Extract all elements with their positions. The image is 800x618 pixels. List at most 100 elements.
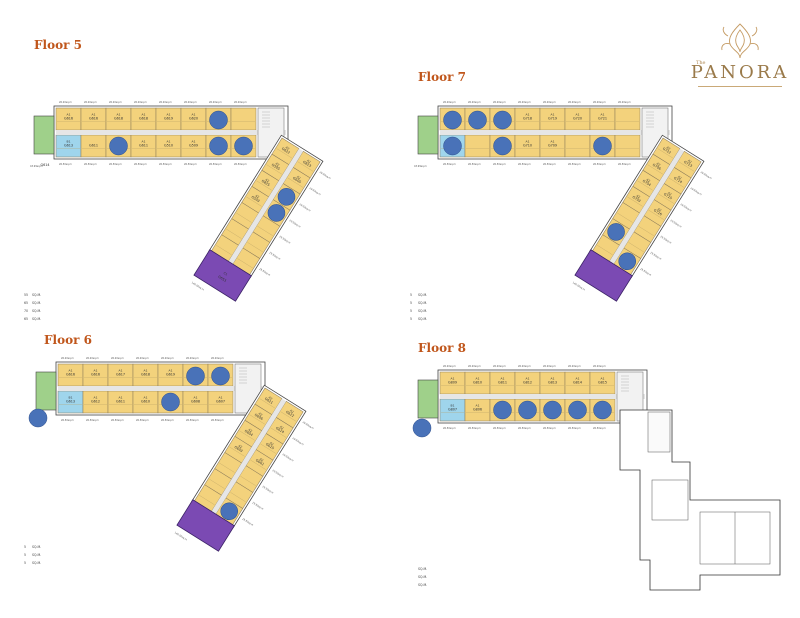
area-tag: 26.50sq.m <box>234 163 247 166</box>
area-tag: 26.50sq.m <box>468 163 481 166</box>
room-divider <box>628 242 644 252</box>
area-tag: 29.50sq.m <box>282 453 295 463</box>
room-divider <box>280 411 297 422</box>
unit-type-label: A1 <box>117 113 121 117</box>
unit-type-label: A1 <box>167 113 171 117</box>
legend-unit: SQ.M. <box>32 317 41 321</box>
unit-type-label: A1 <box>526 140 530 144</box>
unit-code-label: G616 <box>66 372 75 376</box>
highlight-circle <box>468 110 487 130</box>
unit-type-label: A1 <box>476 377 480 381</box>
end-suite-code: G651 <box>217 275 227 283</box>
wing-corridor <box>228 148 304 265</box>
unit-code-label: G618 <box>114 116 123 120</box>
unit-code-label: G604 <box>244 429 254 437</box>
area-tag: 26.50sq.m <box>134 163 147 166</box>
highlight-circle <box>209 110 228 130</box>
area-tag: 26.20sq.m <box>568 365 581 368</box>
room-divider <box>239 430 255 441</box>
logo-name: PANORA <box>690 62 790 83</box>
room-divider <box>668 177 685 188</box>
unit-code-label: G509 <box>189 143 198 147</box>
unit-type-label: A1 <box>551 113 555 117</box>
panora-logo: The PANORA <box>688 22 792 94</box>
area-tag: 29.50sq.m <box>258 268 271 278</box>
unit-type-label: A2 <box>255 194 261 200</box>
unit-code-label: G616 <box>64 116 73 120</box>
unit-code-label: G806 <box>473 407 482 411</box>
unit-code-label: G719 <box>548 116 557 120</box>
room-divider <box>266 164 282 175</box>
area-tag: 26.20sq.m <box>184 101 197 104</box>
room-divider <box>229 446 245 457</box>
area-tag: 29.50sq.m <box>639 268 652 278</box>
room-divider <box>658 193 675 204</box>
floor-5-plan: A1G616B1G613A1G616G611A1G618A1A1G618A1G6… <box>24 101 332 321</box>
corridor <box>440 130 670 135</box>
unit-type-label: A1 <box>119 396 123 400</box>
area-tag: 29.50sq.m <box>251 501 264 511</box>
highlight-circle <box>28 408 48 428</box>
area-tag: 26.20sq.m <box>159 101 172 104</box>
legend-row: 5 <box>24 553 26 557</box>
unit-type-label: A2 <box>646 178 652 184</box>
unit-type-label: A1 <box>194 396 198 400</box>
area-tag: 26.20sq.m <box>593 365 606 368</box>
room-divider <box>638 226 654 236</box>
unit-type-label: A1 <box>119 369 123 373</box>
highlight-circle <box>493 110 512 130</box>
unit-code-label: G703 <box>632 195 642 203</box>
highlight-circle <box>443 136 462 156</box>
unit-type-label: A1 <box>551 140 555 144</box>
legend-unit: SQ.M. <box>32 553 41 557</box>
area-tag: 43.99sq.m <box>30 165 43 168</box>
unit-type-label: A1 <box>167 140 171 144</box>
unit-type-label: A2 <box>248 428 254 434</box>
unit-code-label: G510 <box>164 143 173 147</box>
highlight-circle <box>493 400 512 420</box>
area-tag: 29.50sq.m <box>680 203 693 213</box>
area-tag: 26.20sq.m <box>61 357 74 360</box>
room-divider <box>216 245 232 255</box>
unit-code-label: G505 <box>271 163 281 171</box>
unit-type-label: A2 <box>687 159 693 165</box>
floor-5-title: Floor 5 <box>34 38 82 52</box>
highlight-circle <box>220 502 238 521</box>
room-divider <box>627 196 643 207</box>
area-tag: 29.50sq.m <box>292 437 305 447</box>
unit-code-label: G814 <box>573 380 582 384</box>
unit-type-label: A1 <box>94 369 98 373</box>
legend-row: 5 <box>410 293 412 297</box>
legend-row: 65 <box>24 317 28 321</box>
room-divider <box>230 492 246 502</box>
highlight-circle <box>593 400 612 420</box>
unit-code-label: G619 <box>164 116 173 120</box>
area-tag: 26.50sq.m <box>543 427 556 430</box>
unit-code-label: G710 <box>523 143 532 147</box>
unit-type-label: A1 <box>576 377 580 381</box>
legend-unit: SQ.M. <box>418 301 427 305</box>
room-divider <box>597 245 613 255</box>
unit-type-label: A1 <box>144 396 148 400</box>
highlight-circle <box>186 366 205 386</box>
unit-code-label: G709 <box>548 143 557 147</box>
area-tag: 26.20sq.m <box>84 101 97 104</box>
unit-type-label: A2 <box>275 161 281 167</box>
legend-unit: SQ.M. <box>418 567 427 571</box>
unit-room <box>230 107 257 131</box>
unit-code-label: G706 <box>652 163 662 171</box>
area-tag: 26.50sq.m <box>109 163 122 166</box>
balcony-terrace <box>33 115 55 155</box>
highlight-circle <box>277 188 296 206</box>
area-tag: 26.20sq.m <box>618 101 631 104</box>
unit-type-label: A1 <box>69 369 73 373</box>
unit-room <box>614 107 641 131</box>
unit-code-label: G620 <box>189 116 198 120</box>
area-tag: 29.50sq.m <box>660 235 673 245</box>
unit-code-label: G722 <box>662 147 672 155</box>
room-divider <box>209 478 225 489</box>
unit-type-label: A1 <box>526 377 530 381</box>
highlight-circle <box>211 366 230 386</box>
unit-code-label: G724 <box>673 176 683 184</box>
unit-code-label: G602 <box>255 458 265 466</box>
